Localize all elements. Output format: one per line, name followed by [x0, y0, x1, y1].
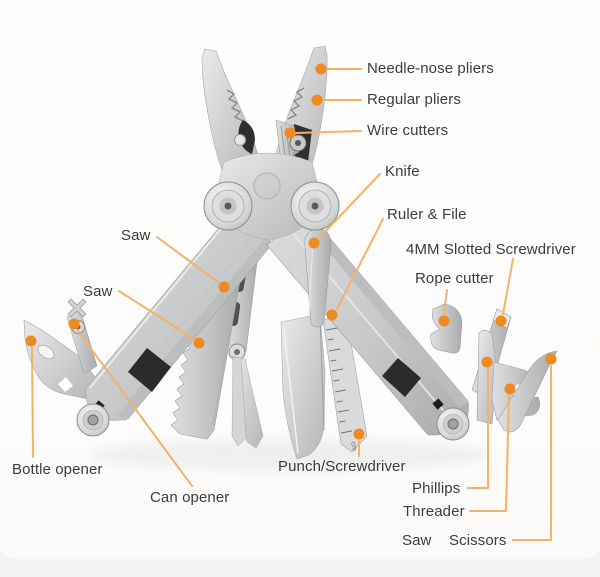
label-bottle-opener: Bottle opener [12, 461, 103, 478]
leader-threader [469, 395, 510, 512]
dot-knife [308, 237, 320, 249]
leader-slotted [502, 258, 514, 315]
dot-regular-pliers [311, 94, 323, 106]
dot-punch [353, 428, 365, 440]
ground-shadow [90, 439, 490, 471]
label-needle-nose-pliers: Needle-nose pliers [367, 60, 494, 77]
leader-bottle-opener [31, 347, 34, 458]
label-regular-pliers: Regular pliers [367, 91, 461, 108]
label-knife: Knife [385, 163, 420, 180]
leader-wire-cutters [295, 130, 362, 134]
dot-scissors [545, 353, 557, 365]
label-scissors: Scissors [449, 532, 507, 549]
dot-saw-lower [193, 337, 205, 349]
dot-rope-cutter [438, 315, 450, 327]
pivot-bearing-right [290, 181, 340, 231]
pivot-bearing-left [203, 181, 253, 231]
leader-knife [319, 173, 381, 238]
pocket-clip [304, 228, 332, 328]
dot-can-opener [68, 318, 80, 330]
right-handle [266, 210, 470, 441]
label-slotted-screwdriver: 4MM Slotted Screwdriver [406, 241, 576, 258]
pliers-head [201, 45, 340, 241]
label-saw-upper: Saw [121, 227, 151, 244]
leader-scissors [512, 365, 552, 541]
rope-cutter-tool [430, 303, 463, 354]
label-ruler-file: Ruler & File [387, 206, 467, 223]
knife-blade [280, 313, 326, 460]
ruler-unit-text: cm [349, 441, 358, 452]
left-handle [76, 210, 274, 437]
label-can-opener: Can opener [150, 489, 230, 506]
leader-rope-cutter [443, 289, 448, 315]
label-saw-lower: Saw [83, 283, 113, 300]
dot-saw-upper [218, 281, 230, 293]
callout-lines [31, 68, 552, 541]
dot-phillips [481, 356, 493, 368]
label-wire-cutters: Wire cutters [367, 122, 449, 139]
label-saw-bottom: Saw [402, 532, 432, 549]
callout-dots [25, 63, 557, 440]
label-rope-cutter: Rope cutter [415, 270, 494, 287]
dot-slotted [495, 315, 507, 327]
dot-threader [504, 383, 516, 395]
leader-ruler-file [336, 218, 384, 310]
label-threader: Threader [403, 503, 465, 520]
leader-saw-upper [156, 236, 220, 284]
leader-saw-lower [118, 290, 195, 340]
dot-needle-nose [315, 63, 327, 75]
dot-ruler-file [326, 309, 338, 321]
leader-can-opener [77, 330, 193, 487]
dot-bottle-opener [25, 335, 37, 347]
label-phillips: Phillips [412, 480, 461, 497]
bottle-opener-tool [23, 319, 98, 401]
spring [238, 120, 255, 154]
dot-wire-cutters [284, 127, 296, 139]
label-punch-screwdriver: Punch/Screwdriver [278, 458, 406, 475]
leader-phillips [467, 368, 489, 489]
